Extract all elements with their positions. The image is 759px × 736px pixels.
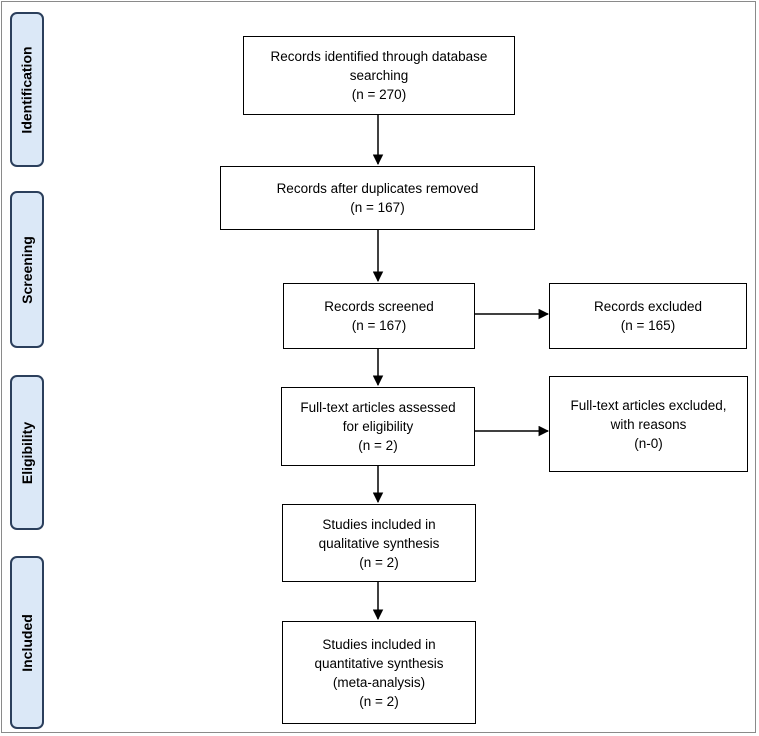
box-quantitative-synthesis-line: (meta-analysis) [332, 674, 426, 690]
phase-identification: Identification [10, 12, 44, 167]
box-records-screened: Records screened (n = 167) [283, 283, 475, 349]
box-qualitative-synthesis: Studies included in qualitative synthesi… [282, 504, 476, 582]
box-quantitative-synthesis-line: (n = 2) [359, 693, 399, 709]
box-fulltext-assessed-line: (n = 2) [358, 438, 398, 453]
box-records-identified-line: Records identified through database [270, 49, 488, 64]
phase-eligibility: Eligibility [10, 375, 44, 530]
box-fulltext-assessed-line: Full-text articles assessed [300, 400, 456, 415]
box-records-excluded: Records excluded (n = 165) [549, 283, 747, 349]
box-qualitative-synthesis-line: (n = 2) [359, 554, 399, 570]
box-fulltext-assessed: Full-text articles assessed for eligibil… [281, 387, 475, 466]
phase-screening: Screening [10, 191, 44, 348]
box-fulltext-assessed-line: for eligibility [342, 419, 414, 434]
box-records-screened-line: (n = 167) [351, 318, 407, 333]
box-quantitative-synthesis-line: Studies included in [322, 636, 436, 652]
box-quantitative-synthesis-line: quantitative synthesis [314, 655, 444, 671]
box-quantitative-synthesis: Studies included in quantitative synthes… [282, 621, 476, 724]
box-duplicates-removed-line: Records after duplicates removed [276, 181, 479, 196]
box-duplicates-removed: Records after duplicates removed (n = 16… [220, 166, 535, 230]
box-fulltext-excluded-line: with reasons [610, 416, 687, 432]
box-records-excluded-line: Records excluded [593, 299, 703, 314]
box-qualitative-synthesis-line: qualitative synthesis [318, 535, 440, 551]
box-duplicates-removed-line: (n = 167) [350, 200, 405, 215]
box-records-identified-line: searching [349, 68, 409, 83]
box-records-identified: Records identified through database sear… [243, 36, 515, 115]
box-records-excluded-line: (n = 165) [620, 318, 676, 333]
box-qualitative-synthesis-line: Studies included in [322, 516, 436, 532]
box-fulltext-excluded-line: (n-0) [634, 435, 663, 451]
box-fulltext-excluded: Full-text articles excluded, with reason… [549, 376, 748, 472]
phase-included: Included [10, 556, 44, 729]
box-records-screened-line: Records screened [324, 299, 434, 314]
box-fulltext-excluded-line: Full-text articles excluded, [570, 397, 727, 413]
box-records-identified-line: (n = 270) [351, 87, 407, 102]
